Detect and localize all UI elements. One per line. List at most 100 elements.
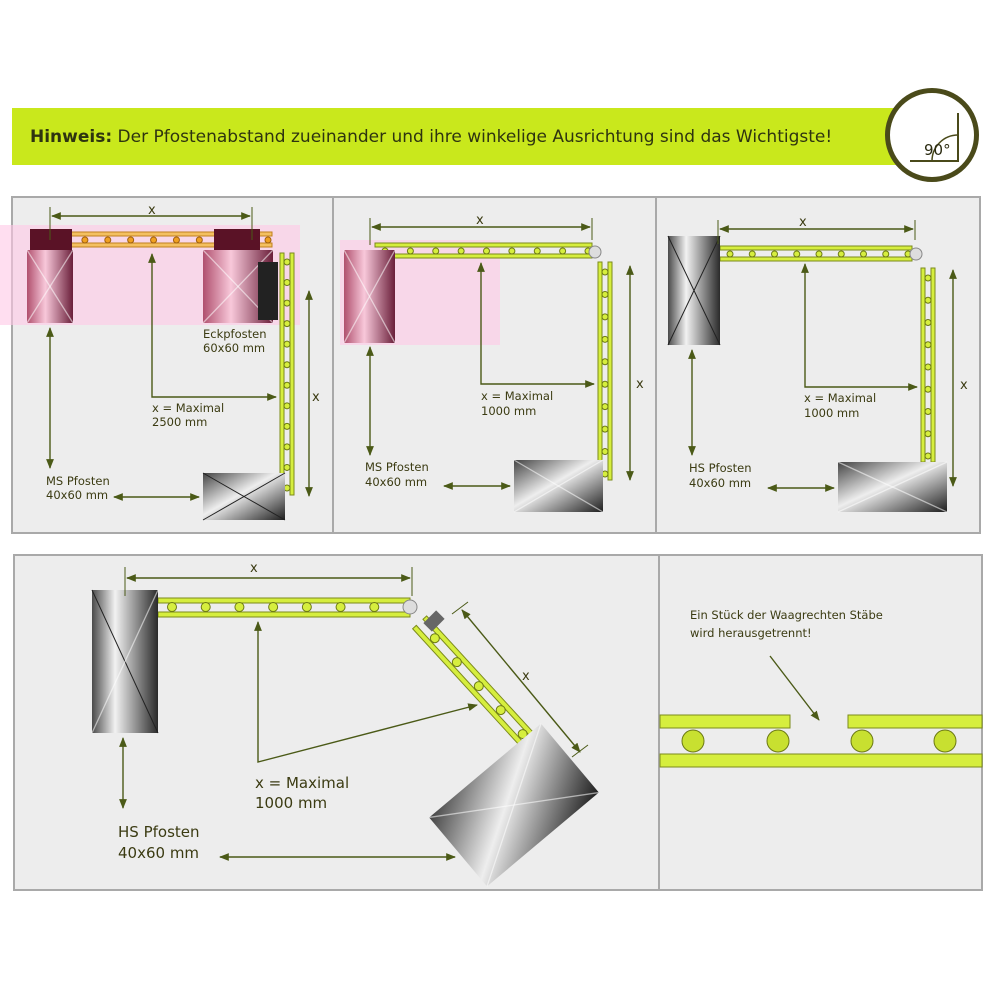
max-label: x = Maximal [804, 391, 876, 405]
rail-spacer-ball [335, 602, 346, 612]
rail-spacer-ball [172, 236, 180, 244]
rail-spacer-ball [264, 236, 272, 244]
rail-bottom [374, 253, 593, 259]
corner-joint [402, 599, 418, 615]
rail-spacer-ball [601, 313, 609, 321]
rail-spacer-ball [601, 380, 609, 388]
rail-spacer-ball [127, 236, 135, 244]
rail-spacer-ball [748, 250, 756, 258]
dim-label-side: x [636, 377, 644, 392]
rail-bottom [719, 256, 913, 262]
rail-spacer-ball [726, 250, 734, 258]
rail-spacer-ball [766, 729, 790, 753]
rail-spacer-ball [283, 320, 291, 328]
right-angle-icon [910, 113, 959, 162]
angle-badge: 90° [885, 88, 979, 182]
rail-spacer-ball [601, 335, 609, 343]
rail-spacer-ball [104, 236, 112, 244]
max-value: 1000 mm [481, 404, 536, 418]
dim-label-top: x [250, 561, 258, 576]
rail-spacer-ball [793, 250, 801, 258]
rail-spacer-ball [483, 247, 490, 255]
max-value: 2500 mm [152, 415, 207, 429]
max-label: x = Maximal [152, 401, 224, 415]
rail-spacer-ball [601, 425, 609, 433]
rail-spacer-ball [283, 422, 291, 430]
rail-spacer-ball [167, 602, 177, 612]
dim-label-diagonal: x [522, 669, 530, 684]
rail-spacer-ball [837, 250, 845, 258]
rail-spacer-ball [681, 729, 705, 753]
rail-spacer-ball [601, 448, 609, 456]
rail-spacer-ball [283, 361, 291, 369]
rail-bottom [157, 611, 411, 618]
rail-spacer-ball [924, 452, 932, 460]
rail-spacer-ball [283, 463, 291, 471]
rail-spacer-ball [815, 250, 823, 258]
ms-post-bottom [513, 459, 604, 513]
corner-joint [588, 245, 602, 259]
rail-spacer-ball [369, 602, 380, 612]
rail-spacer-ball [882, 250, 890, 258]
rail-spacer-ball [860, 250, 867, 258]
max-value: 1000 mm [804, 406, 859, 420]
rail-spacer-ball [924, 319, 932, 326]
rail-vertical-right [930, 267, 936, 463]
corner-post-label: Eckpfosten [203, 327, 267, 341]
rail-spacer-ball [533, 247, 541, 255]
rail-vertical-right [607, 261, 613, 481]
rail-bottom [659, 753, 983, 768]
rail-spacer-ball [406, 247, 414, 255]
max-label: x = Maximal [255, 774, 349, 792]
rail-top-segment-left [659, 714, 791, 729]
panel-3-drawing: x x x = Maximal 1000 mm HS Pfosten 40x60… [667, 215, 968, 513]
max-distance-arrow [254, 621, 478, 763]
rail-spacer-ball [924, 363, 932, 371]
rail-vertical-left [920, 267, 926, 463]
rail-spacer-ball [924, 408, 932, 415]
hs-post-left [667, 235, 721, 346]
rail-spacer-ball [771, 250, 778, 258]
rail-spacer-ball [283, 402, 291, 410]
rail-spacer-ball [150, 236, 158, 244]
dim-label-top: x [476, 213, 484, 228]
max-label: x = Maximal [481, 389, 553, 403]
rail-spacer-ball [601, 403, 609, 411]
post-label: MS Pfosten [365, 460, 429, 474]
post-label: MS Pfosten [46, 474, 110, 488]
rail-top [374, 242, 593, 248]
panel-1-drawing: x x x = Maximal 2500 mm Eckpfosten 60x60… [0, 203, 320, 521]
max-distance-arrow [148, 253, 277, 401]
rail-spacer-ball [601, 358, 609, 366]
hint-label: Hinweis: [30, 126, 113, 147]
post-size: 40x60 mm [689, 476, 751, 490]
rail-vertical-left [597, 261, 603, 481]
panel-2-drawing: x x x = Maximal 1000 mm MS Pfosten 40x60… [340, 213, 644, 513]
post-size: 40x60 mm [118, 844, 199, 862]
rail-spacer-ball [924, 385, 932, 393]
hs-post-left [91, 589, 159, 734]
rail-spacer-ball [924, 430, 932, 438]
max-value: 1000 mm [255, 794, 327, 812]
rail-vertical-left [279, 252, 285, 496]
cut-note-line-1: Ein Stück der Waagrechten Stäbe [690, 608, 883, 622]
rail-spacer-ball [200, 602, 211, 612]
hint-banner: Hinweis: Der Pfostenabstand zueinander u… [12, 108, 900, 165]
corner-post-size: 60x60 mm [203, 341, 265, 355]
rail-spacer-ball [924, 274, 932, 282]
rail-spacer-ball [81, 236, 89, 244]
rail-spacer-ball [283, 443, 291, 451]
panel-4-drawing: x x x = Maximal 1000 mm HS Pfosten 40x60… [91, 561, 599, 887]
post-size: 40x60 mm [46, 488, 108, 502]
max-distance-arrow [477, 262, 595, 388]
ms-post-bottom [202, 472, 286, 521]
rail-spacer-ball [283, 381, 291, 389]
angle-badge-text: 90° [924, 141, 951, 159]
rail-spacer-ball [924, 296, 932, 304]
rail-vertical-right [289, 252, 295, 496]
post-size: 40x60 mm [365, 475, 427, 489]
panel-5-drawing: Ein Stück der Waagrechten Stäbe wird her… [659, 608, 983, 768]
rail-spacer-ball [601, 290, 609, 298]
rail-top-segment-right [847, 714, 983, 729]
